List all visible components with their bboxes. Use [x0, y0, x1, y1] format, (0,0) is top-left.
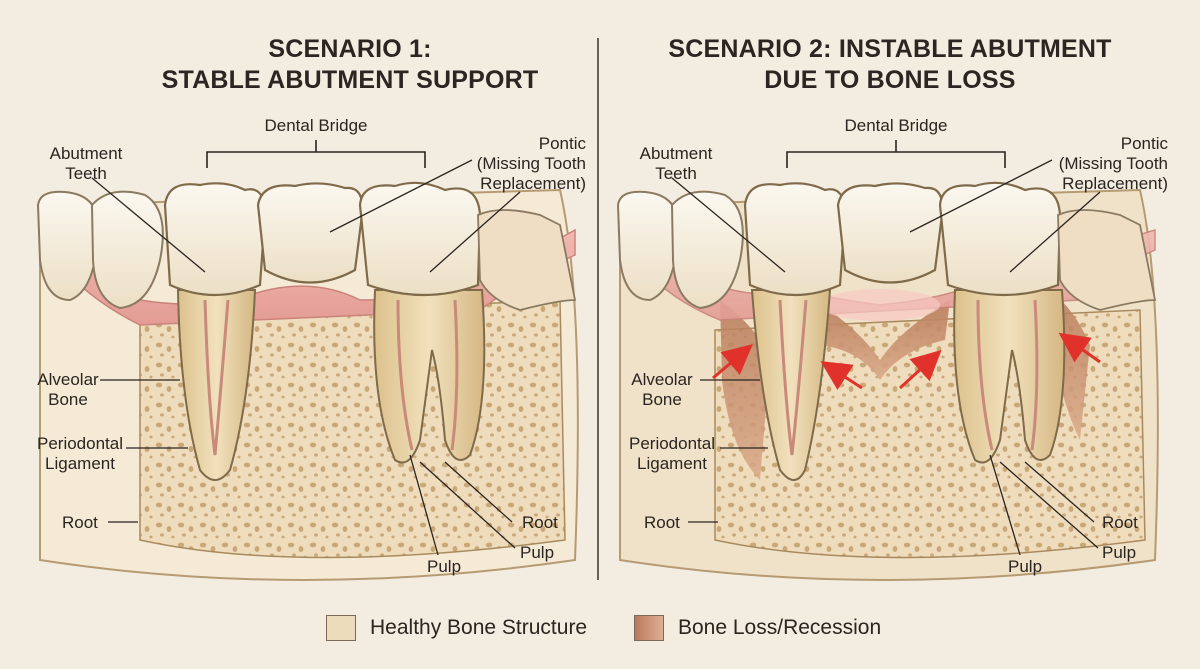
scenario2-title-line2: DUE TO BONE LOSS: [764, 66, 1016, 94]
scenario2-abutment-teeth-label: Abutment Teeth: [639, 144, 713, 183]
scenario2-alveolar-bone-label: Alveolar Bone: [631, 370, 693, 409]
scenario1-alveolar-bone-label: Alveolar Bone: [37, 370, 99, 409]
scenario1-dental-bridge-label: Dental Bridge: [264, 116, 368, 135]
scenario1-pulp-bottom-label: Pulp: [427, 557, 462, 576]
bone-loss-arrow: [820, 361, 863, 391]
scenario1-title-line2: STABLE ABUTMENT SUPPORT: [161, 66, 539, 94]
scenario1-abutment-teeth-label: Abutment Teeth: [49, 144, 123, 183]
scenario1-root-left-label: Root: [62, 513, 98, 532]
legend-bone-loss: Bone Loss/Recession: [634, 612, 881, 644]
healthy-bone-swatch: [326, 615, 356, 641]
scenario1-periodontal-ligament-label: Periodontal Ligament: [36, 434, 123, 473]
bone-loss-swatch: [634, 615, 664, 641]
scenario2-root-left-label: Root: [644, 513, 680, 532]
scenario2-pontic-label: Pontic (Missing Tooth Replacement): [1058, 134, 1168, 193]
scenario1-title: SCENARIO 1: STABLE ABUTMENT SUPPORT: [90, 34, 610, 96]
bone-loss-arrow: [1058, 332, 1101, 364]
scenario1-root-right-label: Root: [522, 513, 558, 532]
legend-loss-label: Bone Loss/Recession: [678, 616, 882, 639]
scenario2-root-right-label: Root: [1102, 513, 1138, 532]
scenario2-illustration: [616, 140, 1159, 581]
legend-healthy-label: Healthy Bone Structure: [370, 616, 588, 639]
scenario2-title-line1: SCENARIO 2: INSTABLE ABUTMENT: [668, 35, 1112, 63]
scenario2-title: SCENARIO 2: INSTABLE ABUTMENT DUE TO BON…: [630, 34, 1150, 96]
scenario1-title-line1: SCENARIO 1:: [268, 35, 432, 63]
scenario2-pulp-bottom-label: Pulp: [1008, 557, 1043, 576]
scenario1-pulp-right-label: Pulp: [520, 543, 555, 562]
bone-loss-arrow: [712, 344, 753, 380]
scenario1-pontic-label: Pontic (Missing Tooth Replacement): [476, 134, 586, 193]
scenario2-pulp-right-label: Pulp: [1102, 543, 1137, 562]
scenario2-dental-bridge-label: Dental Bridge: [844, 116, 948, 135]
scenario2-periodontal-ligament-label: Periodontal Ligament: [628, 434, 715, 473]
scenario1-illustration: [36, 140, 579, 581]
legend-healthy-bone: Healthy Bone Structure: [326, 612, 587, 644]
bone-loss-arrow: [898, 349, 942, 390]
